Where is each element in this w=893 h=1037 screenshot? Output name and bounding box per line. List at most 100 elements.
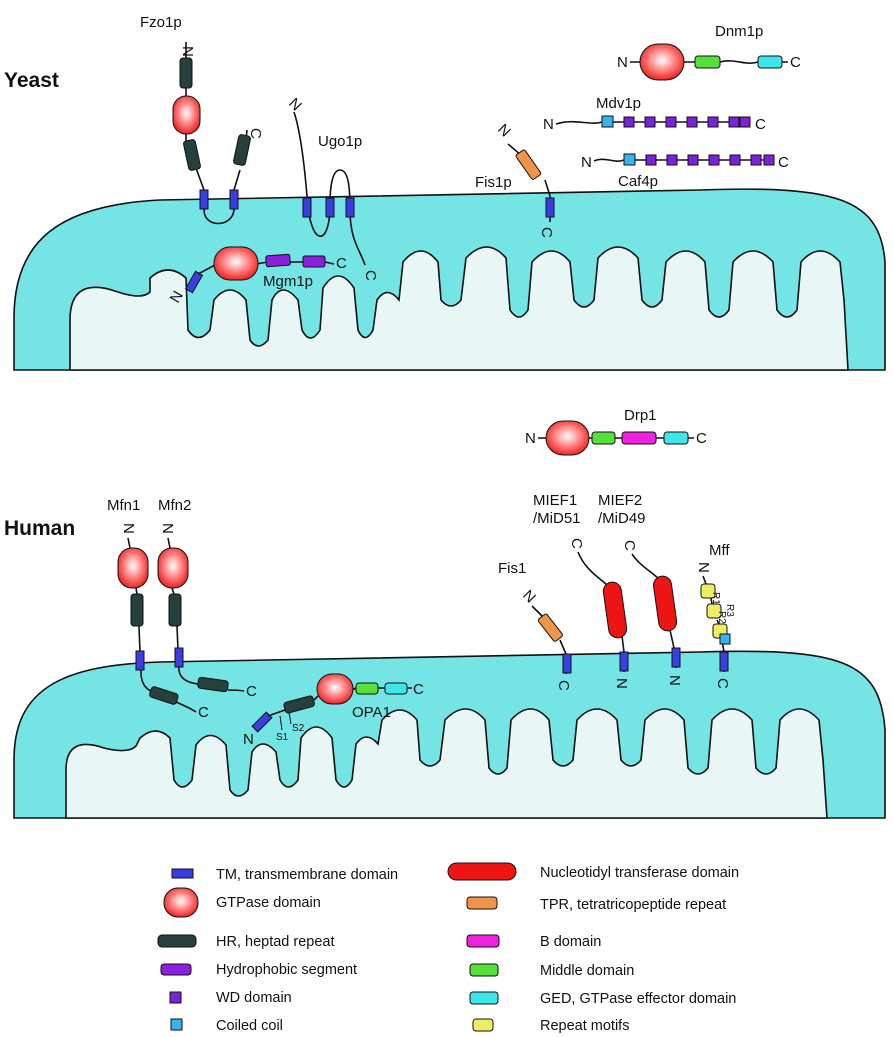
mdv1p-wd-1 (623, 116, 635, 128)
mff-repeat-2 (706, 603, 722, 619)
mgm1p-hydrophobic-1 (265, 253, 291, 268)
legend: TM, transmembrane domain GTPase domain H… (157, 862, 739, 1034)
caf4p-wd-5 (729, 154, 741, 166)
fis1-tm (562, 653, 572, 674)
caf4p-wd-2 (666, 154, 678, 166)
drp1-ged (663, 431, 689, 445)
caf4p-c-terminus: C (778, 154, 789, 171)
legend-label-hr: HR, heptad repeat (216, 934, 335, 950)
legend-swatch-middle (469, 963, 499, 977)
mfn2-hr-1 (168, 593, 182, 627)
opa1-n-terminus: N (243, 731, 254, 748)
fzo1p-hr-3 (233, 134, 251, 166)
mdv1p-wd-7 (739, 116, 751, 128)
mfn1-gtpase (117, 547, 149, 589)
mff-r2-label: R2 (716, 611, 727, 624)
fis1-label: Fis1 (498, 560, 526, 577)
drp1-middle (591, 431, 616, 445)
mff-chain (702, 575, 725, 672)
dnm1p-ged (757, 55, 783, 69)
mief2-c-terminus: C (621, 540, 638, 551)
ugo1p-c-terminus: C (362, 270, 379, 281)
mief2-tm (671, 647, 681, 668)
mfn2-n-terminus: N (159, 523, 176, 534)
opa1-gtpase (316, 673, 354, 705)
fis1p-tpr (515, 149, 542, 180)
mff-tm (719, 651, 729, 672)
mff-label: Mff (709, 542, 730, 559)
mdv1p-coiled-coil (601, 115, 614, 128)
dnm1p-c-terminus: C (790, 54, 801, 71)
opa1-hr (283, 695, 315, 714)
legend-swatch-repeat (472, 1018, 494, 1032)
opa1-c-terminus: C (413, 681, 424, 698)
fzo1p-n-terminus: N (179, 46, 196, 57)
yeast-cristae (69, 246, 849, 371)
mff-r1-label: R1 (710, 592, 721, 605)
fis1p-tm (545, 197, 555, 218)
mdv1p-c-terminus: C (755, 116, 766, 133)
fis1p-c-terminus: C (538, 227, 555, 238)
mief1-tm (619, 651, 629, 672)
legend-swatch-b-domain (466, 934, 500, 948)
drp1-gtpase (545, 420, 590, 456)
mfn1-tm (135, 650, 145, 671)
dnm1p-n-terminus: N (617, 54, 628, 71)
mdv1p-label: Mdv1p (596, 95, 641, 112)
fzo1p-c-terminus: C (247, 128, 264, 139)
mfn2-gtpase (157, 547, 189, 589)
legend-swatch-ntd (447, 862, 517, 881)
mfn1-n-terminus: N (120, 523, 137, 534)
ugo1p-tm-3 (345, 197, 355, 218)
mfn2-c-terminus: C (246, 683, 257, 700)
mdv1p-wd-5 (707, 116, 719, 128)
mfn1-label: Mfn1 (107, 497, 140, 514)
mief1-nucleotidyl-transferase (602, 581, 628, 639)
fis1p-n-terminus: N (494, 121, 514, 141)
mdv1p-n-terminus: N (543, 116, 554, 133)
mdv1p-wd-4 (686, 116, 698, 128)
legend-label-b-domain: B domain (540, 934, 601, 950)
legend-label-hydrophobic: Hydrophobic segment (216, 962, 357, 978)
caf4p-wd-7 (763, 154, 775, 166)
legend-label-coiled-coil: Coiled coil (216, 1018, 283, 1034)
legend-swatch-wd (169, 991, 182, 1004)
mgm1p-hydrophobic-2 (302, 255, 326, 268)
mff-r3-label: R3 (724, 604, 735, 617)
mfn1-chain (127, 537, 197, 713)
mief1-n-terminus: N (613, 678, 630, 689)
fzo1p-label: Fzo1p (140, 14, 182, 31)
mgm1p-gtpase (213, 246, 259, 281)
caf4p-coiled-coil (623, 153, 636, 166)
fis1-n-terminus: N (519, 587, 539, 607)
mief2-label-line1: MIEF2 (598, 492, 642, 509)
mfn2-chain (167, 537, 245, 692)
legend-swatch-ged (469, 991, 499, 1005)
mff-repeat-1 (700, 583, 716, 599)
opa1-middle (355, 682, 379, 695)
human-cristae (65, 708, 828, 819)
ugo1p-tm-1 (302, 197, 312, 218)
opa1-label: OPA1 (352, 704, 391, 721)
mfn2-tm (174, 647, 184, 668)
opa1-chain (267, 687, 412, 717)
legend-swatch-tpr (466, 896, 498, 910)
mgm1p-chain (197, 261, 335, 275)
mfn1-c-terminus: C (198, 704, 209, 721)
yeast-heading: Yeast (4, 69, 59, 92)
mief2-n-terminus: N (666, 675, 683, 686)
caf4p-chain (593, 158, 774, 162)
fis1p-label: Fis1p (475, 174, 512, 191)
mdv1p-wd-2 (644, 116, 656, 128)
caf4p-wd-3 (687, 154, 699, 166)
legend-label-tpr: TPR, tetratricopeptide repeat (540, 897, 726, 913)
opa1-ged (384, 682, 408, 695)
dnm1p-gtpase (639, 43, 685, 81)
dnm1p-label: Dnm1p (715, 23, 763, 40)
drp1-label: Drp1 (624, 407, 657, 424)
mff-n-terminus: N (695, 562, 712, 573)
legend-label-wd: WD domain (216, 990, 292, 1006)
mgm1p-c-terminus: C (336, 255, 347, 272)
opa1-s1-label: S1 (276, 732, 289, 743)
